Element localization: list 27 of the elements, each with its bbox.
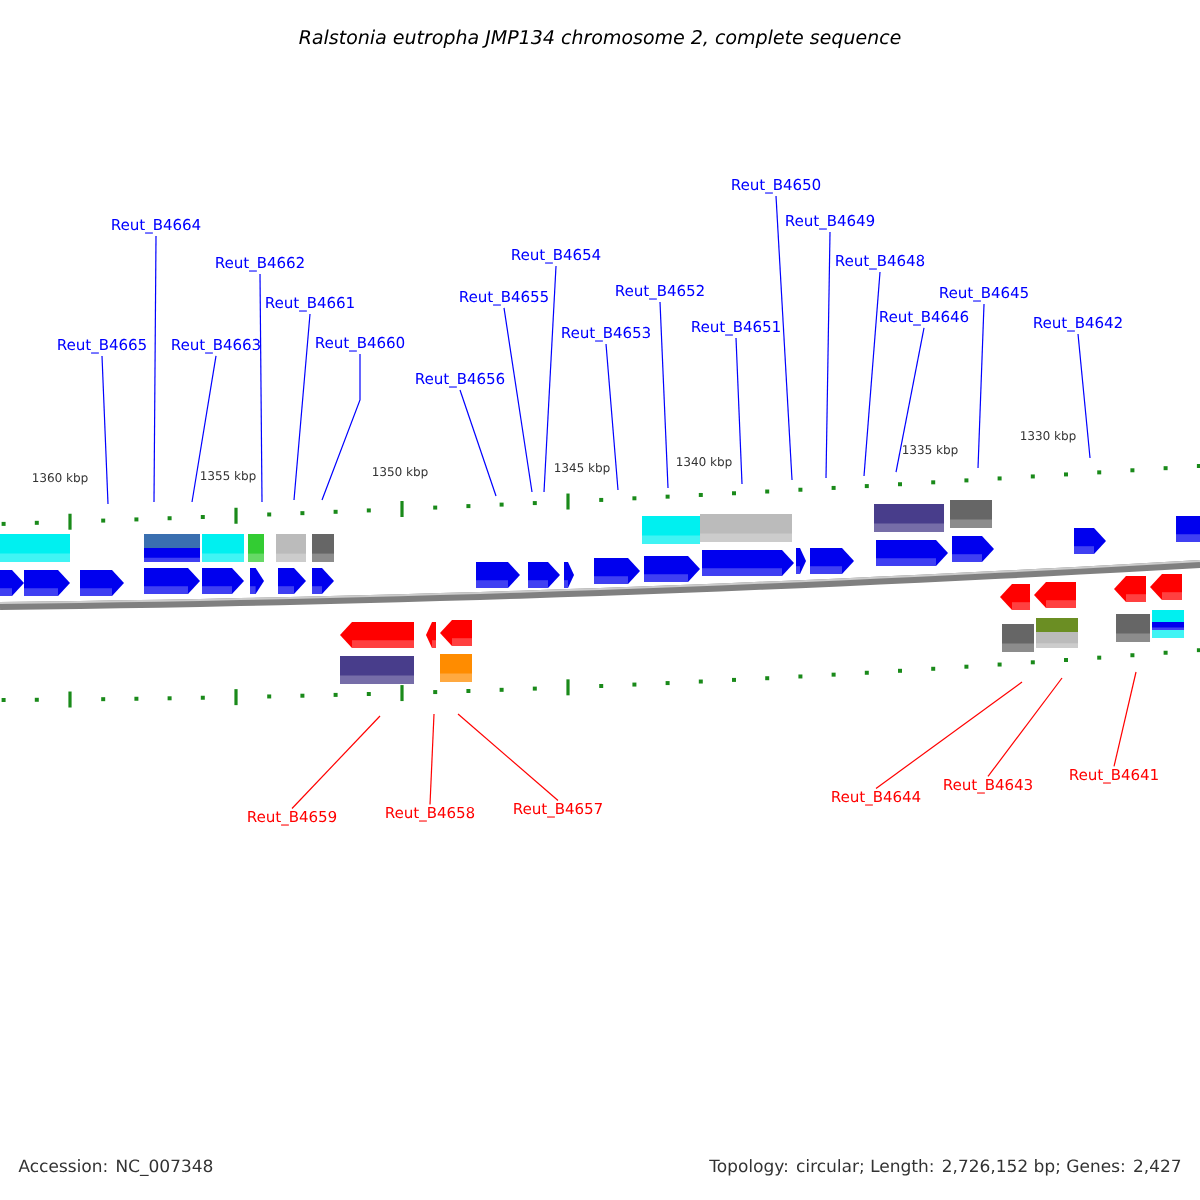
leader-line xyxy=(293,313,311,501)
leader-line xyxy=(875,681,1023,790)
leader-line xyxy=(895,327,925,473)
leader-line xyxy=(735,337,743,485)
leader-line xyxy=(429,713,435,806)
leader-line xyxy=(259,273,263,503)
leader-line xyxy=(825,231,831,479)
leader-line xyxy=(153,235,157,503)
leader-line xyxy=(1113,671,1137,768)
leader-line xyxy=(977,303,985,469)
leader-line xyxy=(543,265,557,493)
leader-line xyxy=(457,713,559,802)
leader-line xyxy=(1077,333,1091,459)
leader-line xyxy=(987,677,1063,778)
leader-line xyxy=(775,195,793,481)
leader-line xyxy=(863,271,881,477)
leader-line xyxy=(191,355,217,503)
leader-line xyxy=(659,301,669,489)
footer-text: Accession: NC_007348 xyxy=(18,1159,213,1177)
leader-line xyxy=(101,355,109,505)
title: Ralstonia eutropha JMP134 chromosome 2, complete sequence xyxy=(299,29,901,48)
leader-line xyxy=(503,307,533,493)
footer-text: Topology: circular; Length: 2,726,152 bp; Genes: 2,427 xyxy=(709,1159,1181,1176)
leader-line xyxy=(291,715,381,810)
leader-line xyxy=(321,353,361,501)
leader-line xyxy=(605,343,619,491)
leader-line xyxy=(459,389,497,497)
